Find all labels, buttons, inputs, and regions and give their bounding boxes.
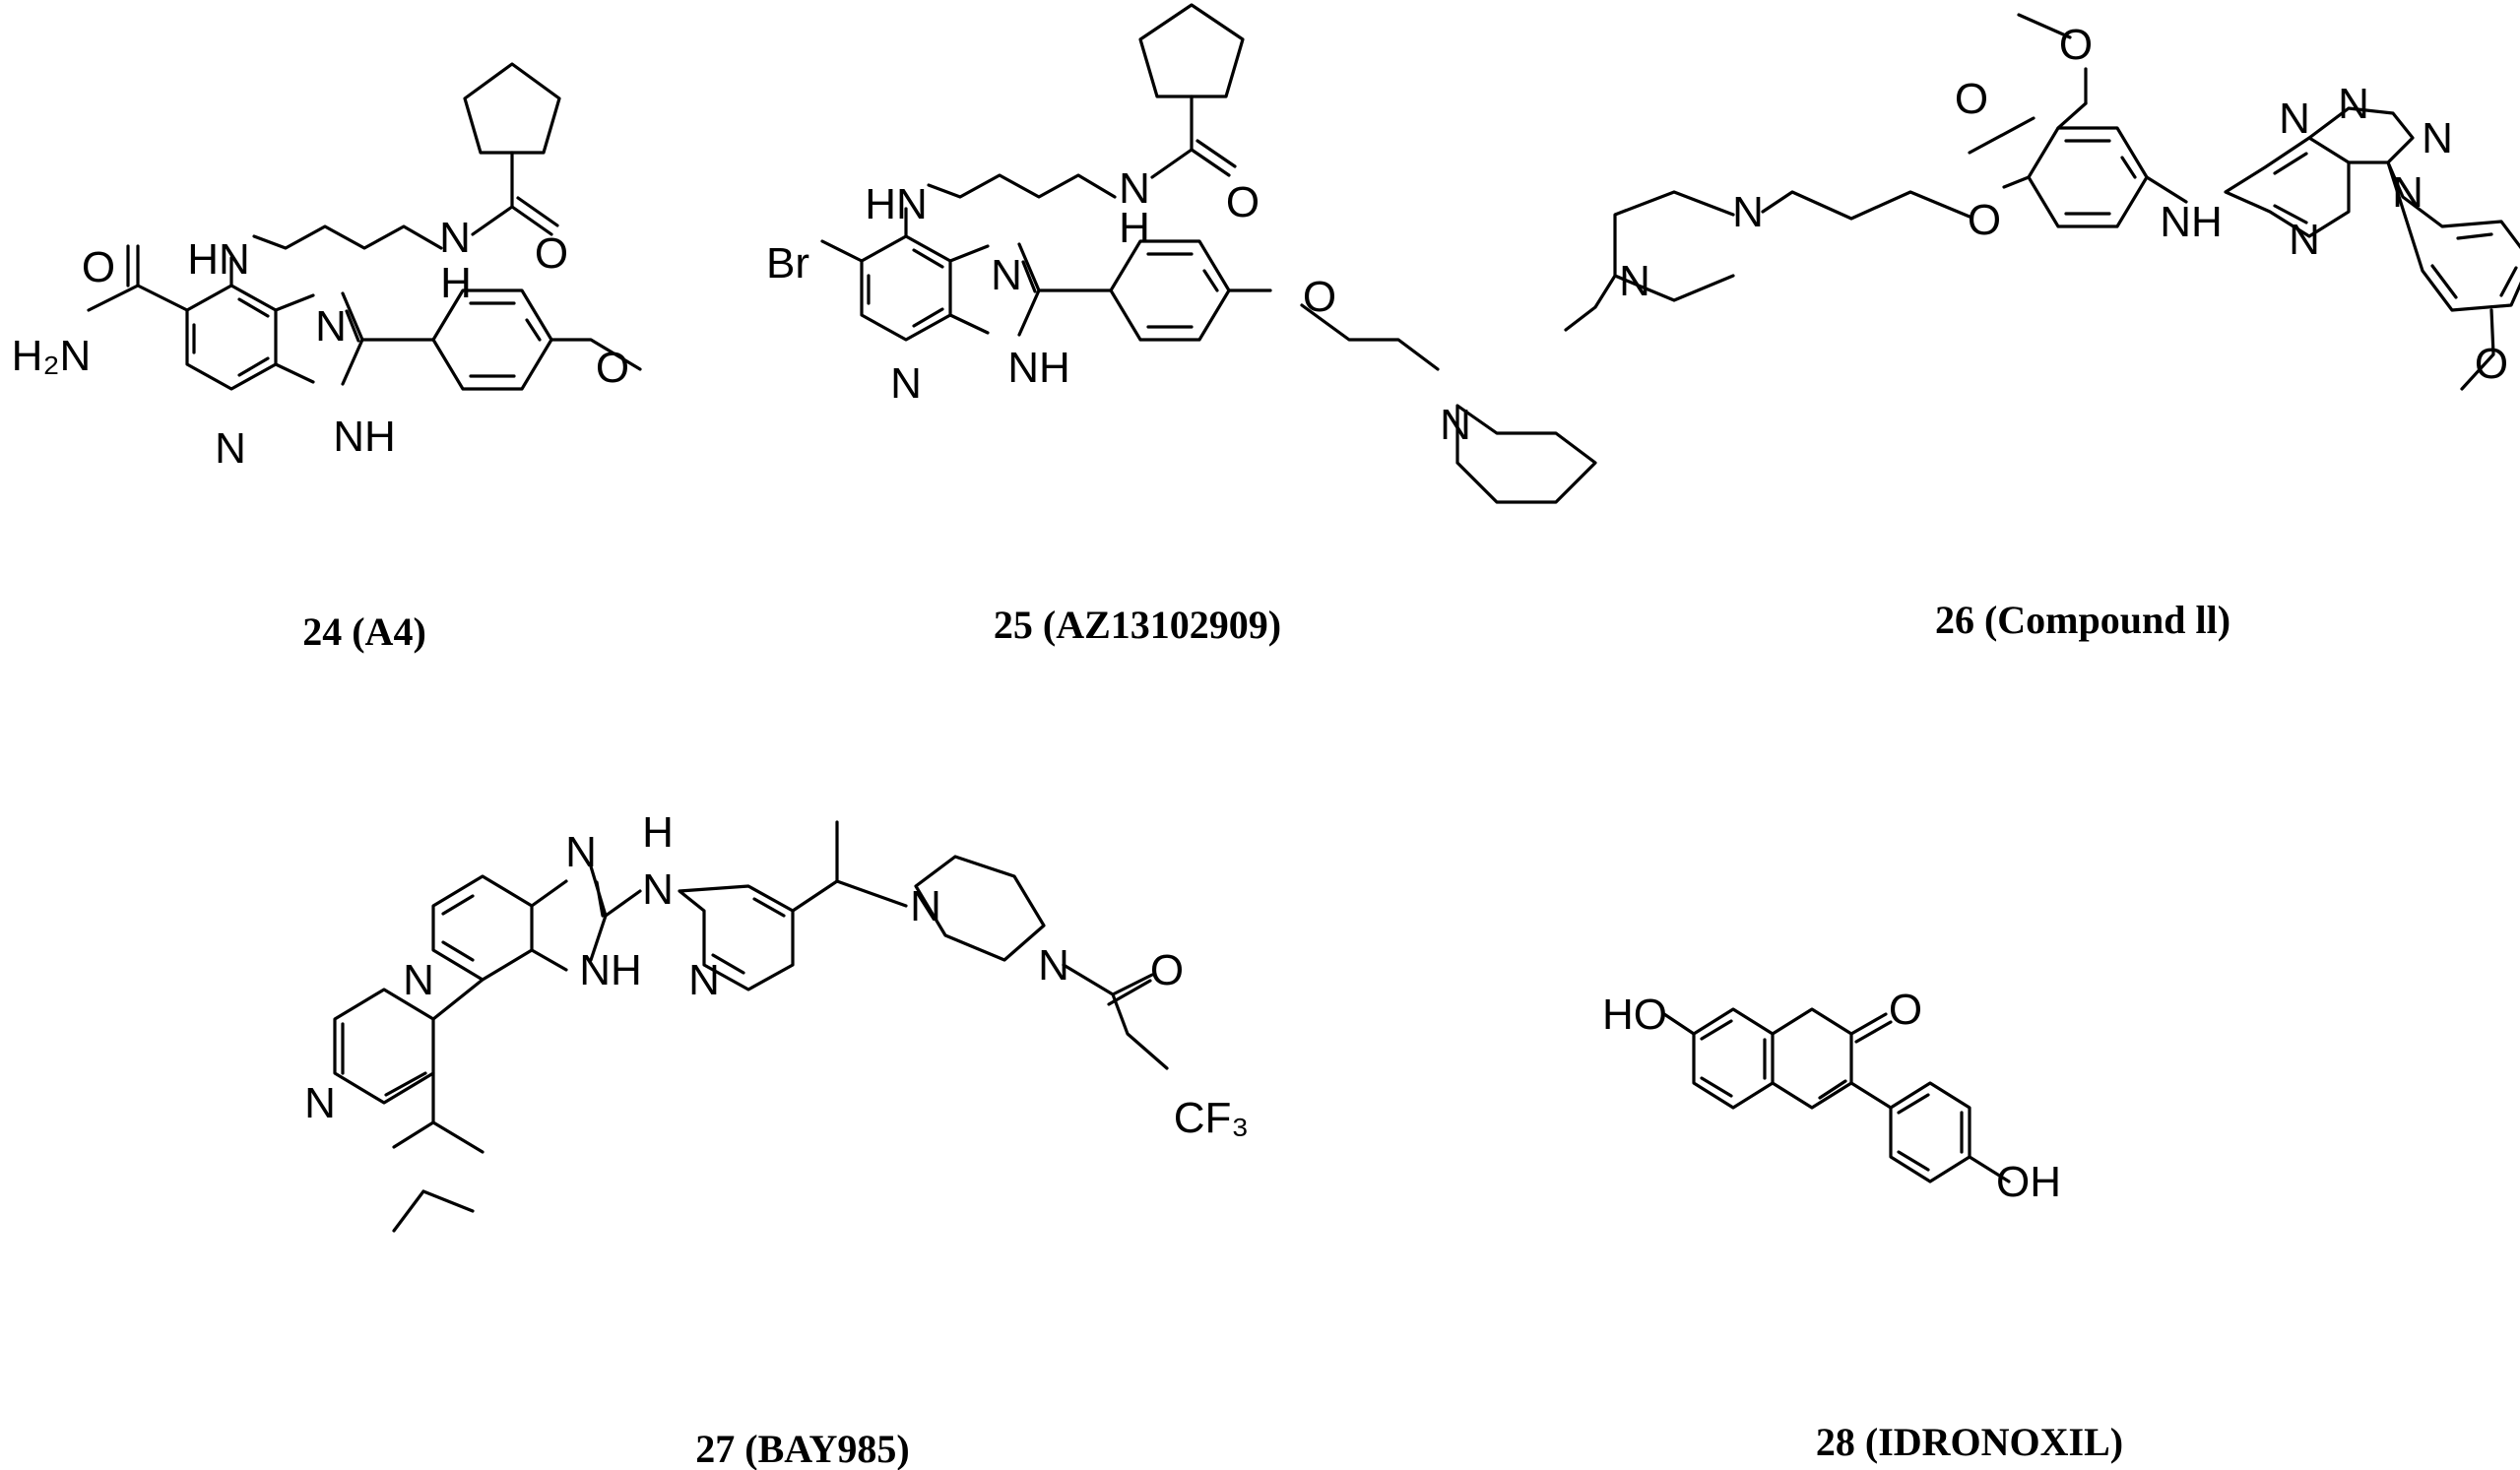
atom-label: O [1150,946,1184,994]
atom-label: O [1968,196,2001,244]
atom-label: O [82,243,115,291]
atom-label: Br [766,239,809,288]
structure-26 [1564,13,2520,391]
atom-label: NH [333,413,396,461]
atom-label: N [315,302,347,351]
atom-label: O [2475,340,2508,388]
structure-24-atoms: O HN H H₂N N N NH N O O [12,214,629,473]
atom-label: N [910,882,941,930]
atom-label: N [1732,188,1764,236]
compound-label-28: 28 (IDRONOXIL) [1816,1420,2123,1464]
atom-label: N [1038,941,1069,990]
structure-25 [820,3,1597,504]
atom-label: O [2059,21,2093,69]
atom-label: O [596,344,629,392]
structure-24 [87,62,642,391]
atom-label: N [2392,168,2423,217]
atom-label: N [403,956,434,1004]
atom-label: O [1889,986,1922,1034]
atom-label: N [2289,216,2320,264]
structure-25-atoms: HN H N O Br N N NH O N [766,164,1471,449]
compound-label-26: 26 (Compound ll) [1935,598,2230,642]
atom-label: O [535,229,568,278]
atom-label: N [1619,257,1650,305]
atom-label: N [1119,164,1150,213]
atom-label: N [215,424,246,473]
atom-label: N [688,956,720,1004]
atom-label: N [2279,95,2310,143]
structure-28 [1662,1007,2011,1183]
atom-label: O [1955,75,1988,123]
atom-label: HO [1602,991,1667,1039]
compound-label-27: 27 (BAY985) [695,1427,909,1470]
atom-label: HN [187,235,250,284]
structure-27-atoms: N NH H N N N N N N O CF₃ [304,808,1249,1142]
atom-label: N [991,251,1022,299]
structure-26-atoms: O O N N O N NH N N N N O [1619,21,2508,388]
atom-label: CF₃ [1174,1094,1250,1142]
atom-label: N [565,828,597,876]
atom-label: O [1303,273,1336,321]
atom-label: H [440,259,472,307]
atom-label: N [2422,114,2453,162]
atom-label: NH [1007,344,1070,392]
atom-label: H₂N [12,332,92,380]
atom-label: HN [865,180,928,228]
atom-label: N [304,1079,336,1127]
atom-label: H [1119,204,1150,252]
atom-label: H [642,808,674,857]
atom-label: NH [2160,198,2223,246]
atom-label: N [2338,80,2369,128]
structure-27 [333,820,1169,1233]
compound-label-24: 24 (A4) [302,609,426,654]
atom-label: OH [1996,1158,2061,1206]
atom-label: N [642,865,674,914]
atom-label: N [890,359,922,408]
atom-label: NH [579,946,642,994]
atom-label: N [439,214,471,262]
atom-label: O [1226,178,1260,226]
structure-28-atoms: HO O OH [1602,986,2061,1206]
compound-label-25: 25 (AZ13102909) [994,603,1281,647]
compound-labels: 24 (A4) 25 (AZ13102909) 26 (Compound ll)… [302,598,2230,1470]
atom-label: N [1440,401,1471,449]
